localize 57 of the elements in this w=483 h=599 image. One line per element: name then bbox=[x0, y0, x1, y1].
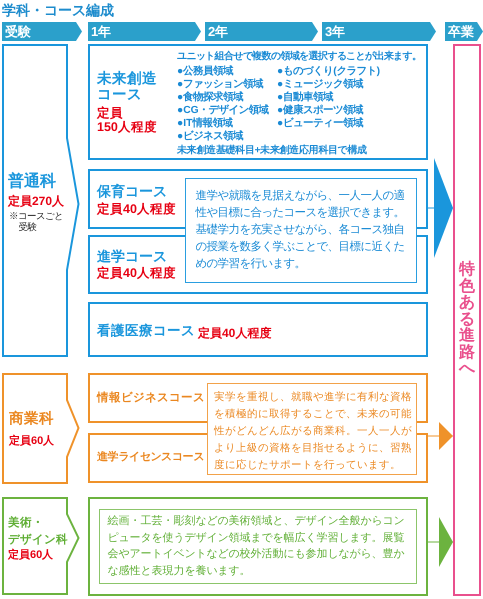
field-item: ●自動車領域 bbox=[277, 92, 334, 104]
capacity-text: 定員60人 bbox=[8, 548, 54, 562]
department-box bbox=[2, 44, 80, 357]
arrow bbox=[428, 517, 454, 567]
description-text: 進学や就職を見据えながら、一人一人の適性や目標に合ったコースを選択できます。基礎学力を充実させながら、各コース独自の授業を数多く学ぶことで、目標に近くための学習を行います。 bbox=[196, 188, 406, 272]
department-name: 普通科 bbox=[8, 172, 56, 191]
course-name: 進学ライセンスコース bbox=[97, 451, 204, 464]
destination-label: 特色ある進路へ bbox=[458, 262, 476, 378]
arrow bbox=[428, 422, 454, 450]
field-item: ●IT情報領域 bbox=[177, 118, 232, 130]
timeline-band bbox=[322, 22, 436, 41]
arrow bbox=[428, 158, 454, 258]
stage-label: 卒業 bbox=[448, 24, 474, 40]
course-box bbox=[88, 302, 428, 357]
note-text: ※コースごと受験 bbox=[9, 210, 64, 232]
timeline-band bbox=[205, 22, 318, 41]
stage-label: 受験 bbox=[5, 24, 31, 40]
field-item: ●食物探求領域 bbox=[177, 92, 244, 104]
field-item: ●ものづくり(クラフト) bbox=[277, 66, 380, 78]
department-box bbox=[2, 373, 80, 484]
department-name: 美術・デザイン科 bbox=[8, 515, 66, 548]
description-box bbox=[185, 178, 417, 283]
destination-band bbox=[453, 44, 481, 596]
timeline-band bbox=[445, 22, 483, 41]
field-item: ●ミュージック領域 bbox=[277, 78, 364, 91]
description-text: 絵画・工芸・彫刻などの美術領域と、デザイン全般からコンピュータを使うデザイン領域までを幅広く学習します。展覧会やアートイベントなどの校外活動にも参加しながら、豊かな感性と表現力を養います。 bbox=[108, 514, 406, 580]
capacity-text: 定員270人 bbox=[8, 194, 64, 208]
course-name: 情報ビジネスコース bbox=[97, 392, 205, 406]
field-item: ●ファッション領域 bbox=[177, 78, 264, 91]
capacity-text: 定員150人程度 bbox=[97, 106, 157, 134]
description-box bbox=[98, 508, 416, 584]
timeline-band bbox=[88, 22, 201, 41]
course-box bbox=[88, 44, 428, 160]
curriculum-note: 未来創造基礎科目+未来創造応用科目で構成 bbox=[177, 145, 367, 157]
stage-label: 1年 bbox=[91, 24, 112, 40]
course-name: 保育コース bbox=[97, 183, 167, 200]
field-item: ●CG・デザイン領域 bbox=[177, 104, 269, 117]
capacity-text: 定員40人程度 bbox=[198, 326, 272, 340]
stage-label: 3年 bbox=[325, 24, 346, 40]
diagram-title: 学科・コース編成 bbox=[2, 2, 114, 18]
field-item: ●健康スポーツ領域 bbox=[277, 104, 364, 117]
description-text: 実学を重視し、就職や進学に有利な資格を積極的に取得することで、未来の可能性がどんどん広がる商業科。一人一人がより上級の資格を目指せるように、習熟度に応じたサポートを行っています。 bbox=[214, 390, 413, 473]
stage-label: 2年 bbox=[208, 24, 228, 40]
capacity-text: 定員60人 bbox=[9, 435, 54, 448]
department-box bbox=[2, 497, 80, 595]
department-name: 商業科 bbox=[9, 410, 54, 428]
capacity-text: 定員40人程度 bbox=[97, 266, 176, 281]
course-box bbox=[88, 497, 428, 596]
course-name: 看護医療コース bbox=[97, 322, 195, 339]
course-name: 未来創造コース bbox=[97, 71, 157, 103]
field-item: ●ビジネス領域 bbox=[177, 130, 244, 143]
capacity-text: 定員40人程度 bbox=[97, 202, 176, 216]
intro-text: ユニット組合せで複数の領域を選択することが出来ます。 bbox=[177, 51, 422, 63]
field-item: ●公務員領域 bbox=[177, 66, 234, 78]
field-item: ●ビューティー領域 bbox=[277, 118, 364, 130]
timeline-band bbox=[2, 22, 82, 41]
course-name: 進学コース bbox=[97, 248, 167, 264]
